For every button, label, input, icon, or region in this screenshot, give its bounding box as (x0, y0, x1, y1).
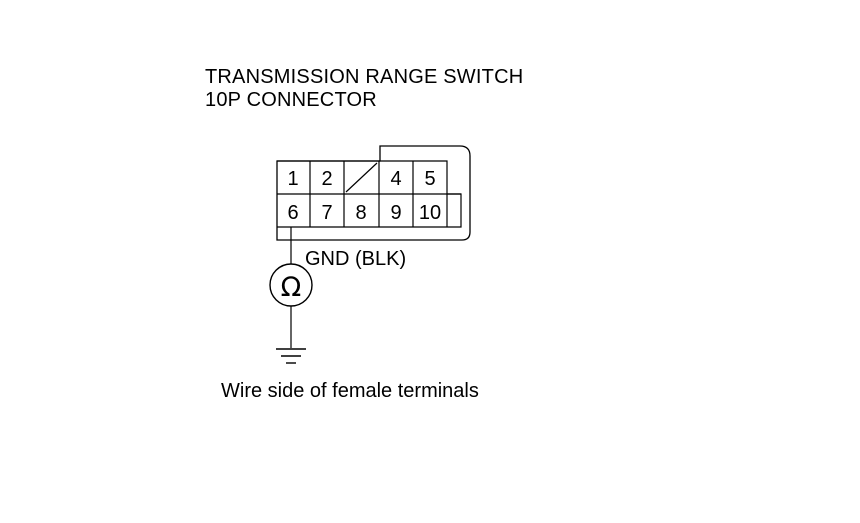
pin-2-label: 2 (321, 168, 332, 190)
connector-outline (276, 145, 471, 241)
ground-icon (276, 348, 306, 364)
gnd-label: GND (BLK) (305, 248, 406, 270)
pin-6-label: 6 (287, 202, 298, 224)
pin-4-label: 4 (390, 168, 401, 190)
pin-8-label: 8 (355, 202, 366, 224)
diagram-title-line1: TRANSMISSION RANGE SWITCH (205, 66, 524, 88)
ohm-symbol: Ω (281, 272, 302, 303)
pin-7-label: 7 (321, 202, 332, 224)
pin-10-label: 10 (419, 202, 441, 224)
pin-9-label: 9 (390, 202, 401, 224)
pin-1-label: 1 (287, 168, 298, 190)
empty-cavity-slash (345, 162, 378, 193)
diagram-title-line2: 10P CONNECTOR (205, 89, 377, 111)
caption: Wire side of female terminals (221, 380, 479, 402)
pin-5-label: 5 (424, 168, 435, 190)
